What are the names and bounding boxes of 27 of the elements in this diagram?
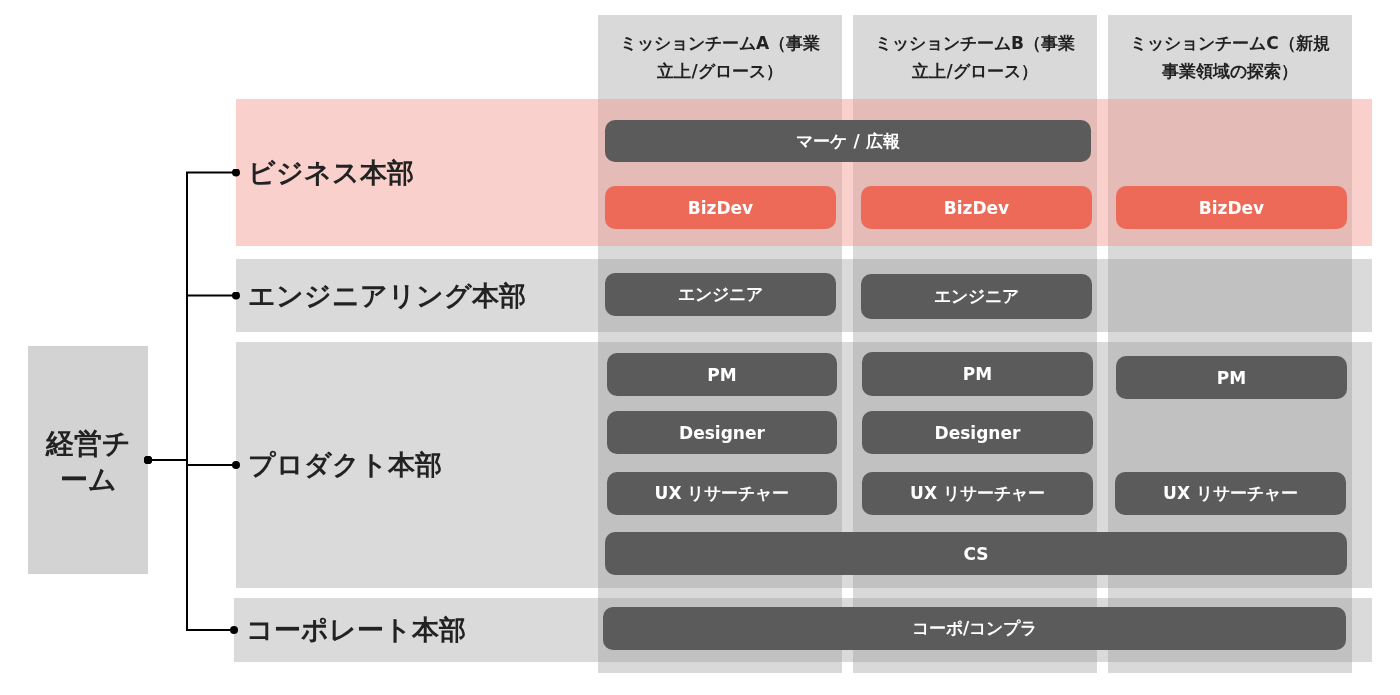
role-box: PM [607,353,837,396]
connector-line [144,456,238,634]
role-box: BizDev [861,186,1092,229]
role-box: PM [1116,356,1347,399]
role-box: CS [605,532,1347,575]
division-label: エンジニアリング本部 [248,278,526,313]
role-box: エンジニア [861,274,1092,319]
team-box [28,346,148,574]
role-box: BizDev [605,186,836,229]
role-box: UX リサーチャー [1115,472,1346,515]
division-label: コーポレート本部 [246,613,466,647]
role-box: エンジニア [605,273,836,316]
role-box: Designer [607,411,837,454]
role-box: Designer [862,411,1093,454]
role-box: コーポ/コンプラ [603,607,1346,650]
division-band [234,598,1372,662]
role-box: BizDev [1116,186,1347,229]
division-label: ビジネス本部 [248,155,414,190]
team-label: 経営チーム [44,426,132,498]
role-box: PM [862,352,1093,396]
role-box: UX リサーチャー [862,472,1093,515]
division-label: プロダクト本部 [248,448,442,482]
column-heading: ミッションチームA（事業立上/グロース） [618,32,822,83]
role-box: UX リサーチャー [607,472,837,515]
role-box: マーケ / 広報 [605,120,1091,162]
column-heading: ミッションチームC（新規事業領域の探索） [1129,32,1331,83]
column-heading: ミッションチームB（事業立上/グロース） [874,32,1076,83]
